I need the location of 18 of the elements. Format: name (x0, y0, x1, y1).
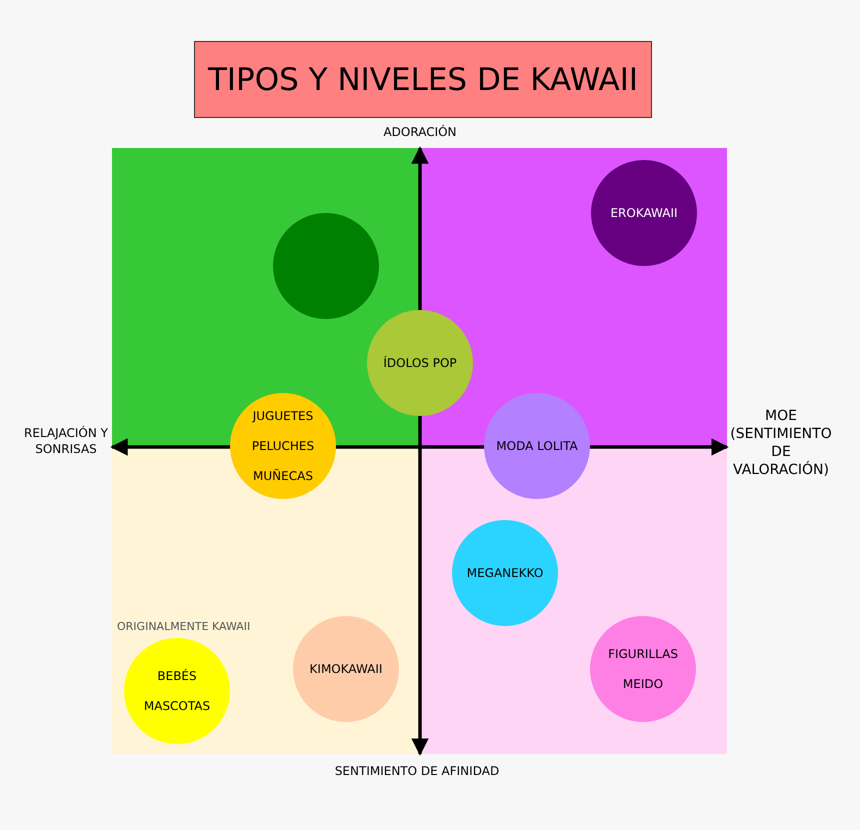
node-label: PELUCHES (252, 439, 314, 453)
axis-label: SENTIMIENTO DE AFINIDAD (334, 763, 500, 779)
title-box: TIPOS Y NIVELES DE KAWAII (194, 41, 652, 118)
node-label: BEBÉS (157, 669, 197, 683)
node-caption: ORIGINALMENTE KAWAII (117, 620, 250, 633)
node-label: JUGUETES (252, 409, 314, 423)
node-label: ÍDOLOS POP (383, 356, 457, 370)
axis-label: ADORACIÓN (382, 124, 458, 140)
node-label: MODA LOLITA (496, 439, 578, 453)
node-label: MASCOTAS (144, 699, 210, 713)
axis-label: MOE (SENTIMIENTO DE VALORACIÓN) (729, 407, 833, 479)
node-label: FIGURILLAS (608, 647, 678, 661)
node-label: KIMOKAWAII (310, 662, 382, 676)
node-label: MEGANEKKO (466, 566, 544, 580)
node-label: MUÑECAS (253, 469, 313, 483)
axis-label: RELAJACIÓN Y SONRISAS (23, 425, 109, 457)
node-label: MEIDO (622, 677, 664, 691)
node-label: EROKAWAII (610, 206, 678, 220)
